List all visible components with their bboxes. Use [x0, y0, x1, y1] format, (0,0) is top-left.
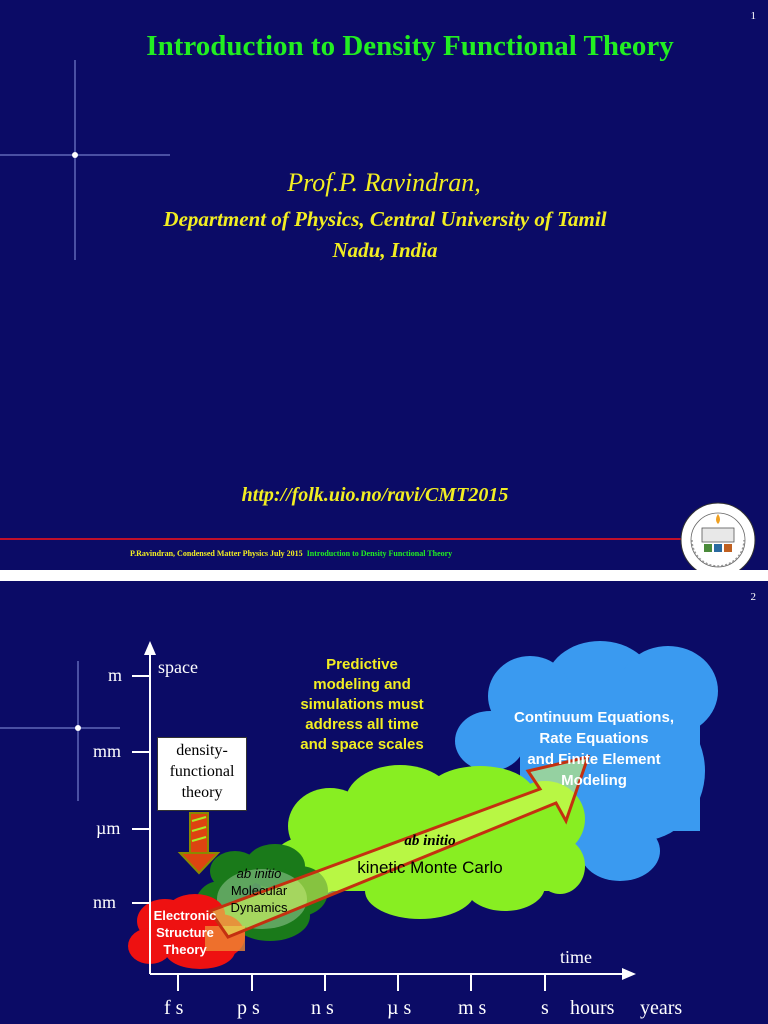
kmc-label: kinetic Monte Carlo: [357, 858, 503, 877]
dft-line: functional: [169, 763, 235, 780]
md-line: Molecular: [230, 883, 288, 898]
slide-2: 2: [0, 581, 768, 1024]
note-line: Predictive: [326, 656, 398, 673]
time-tick-ns: n s: [311, 997, 334, 1019]
time-tick-years: years: [640, 997, 683, 1019]
note-line: and space scales: [300, 736, 424, 753]
time-tick-ps: p s: [237, 997, 260, 1019]
dft-box: density- functional theory: [157, 737, 247, 811]
time-tick-s: s: [541, 997, 549, 1019]
y-axis-label: space: [158, 657, 198, 677]
department-line-1: Department of Physics, Central Universit…: [163, 207, 607, 231]
time-tick-ms: m s: [458, 997, 487, 1019]
dft-line: theory: [181, 784, 223, 801]
course-url[interactable]: http://folk.uio.no/ravi/CMT2015: [241, 484, 509, 506]
multiscale-diagram: [0, 641, 718, 991]
scale-arrow: [207, 754, 591, 939]
author-name: Prof.P. Ravindran,: [287, 168, 481, 197]
time-tick-hours: hours: [570, 997, 615, 1019]
time-tick-fs: f s: [164, 997, 184, 1019]
footer-author: P.Ravindran, Condensed Matter Physics Ju…: [130, 549, 303, 558]
slide-1: 1 Introduction to Density Functional The…: [0, 0, 768, 570]
slide-title: Introduction to Density Functional Theor…: [146, 30, 674, 62]
space-tick-mm: mm: [93, 741, 122, 761]
est-line: Structure: [156, 925, 214, 940]
md-label: ab initio Molecular Dynamics: [214, 865, 304, 916]
kmc-label-italic: ab initio: [404, 833, 456, 849]
footer-rule: [0, 538, 700, 540]
dft-pointer-arrow: [177, 812, 221, 875]
space-tick-um: µm: [96, 818, 121, 838]
continuum-line: and Finite Element: [527, 751, 661, 768]
predictive-modeling-note: Predictive modeling and simulations must…: [262, 655, 462, 755]
page-number: 1: [750, 10, 757, 22]
note-line: address all time: [305, 716, 419, 733]
time-tick-us: µ s: [387, 997, 412, 1019]
est-line: Electronic: [153, 908, 217, 923]
space-tick-m: m: [108, 665, 123, 685]
page-number: 2: [750, 591, 757, 603]
sparkle-decoration: [0, 60, 170, 260]
note-line: simulations must: [300, 696, 424, 713]
sparkle-decoration: [0, 661, 120, 801]
footer-title: Introduction to Density Functional Theor…: [306, 549, 453, 558]
est-label: Electronic Structure Theory: [140, 907, 230, 958]
university-logo: [680, 502, 756, 570]
continuum-cloud: [455, 641, 718, 881]
note-line: modeling and: [313, 676, 411, 693]
continuum-line: Rate Equations: [539, 730, 649, 747]
md-line: Dynamics: [230, 900, 288, 915]
md-line: ab initio: [236, 866, 282, 881]
est-line: Theory: [163, 942, 207, 957]
continuum-label: Continuum Equations, Rate Equations and …: [484, 707, 704, 791]
x-axis-label: time: [560, 947, 592, 967]
space-tick-nm: nm: [93, 892, 117, 912]
continuum-line: Modeling: [561, 772, 627, 789]
axes: [132, 641, 636, 991]
slide-footer: P.Ravindran, Condensed Matter Physics Ju…: [130, 549, 452, 558]
department: Department of Physics, Central Universit…: [100, 204, 670, 266]
continuum-line: Continuum Equations,: [514, 709, 674, 726]
department-line-2: Nadu, India: [332, 238, 438, 262]
dft-line: density-: [176, 742, 228, 759]
